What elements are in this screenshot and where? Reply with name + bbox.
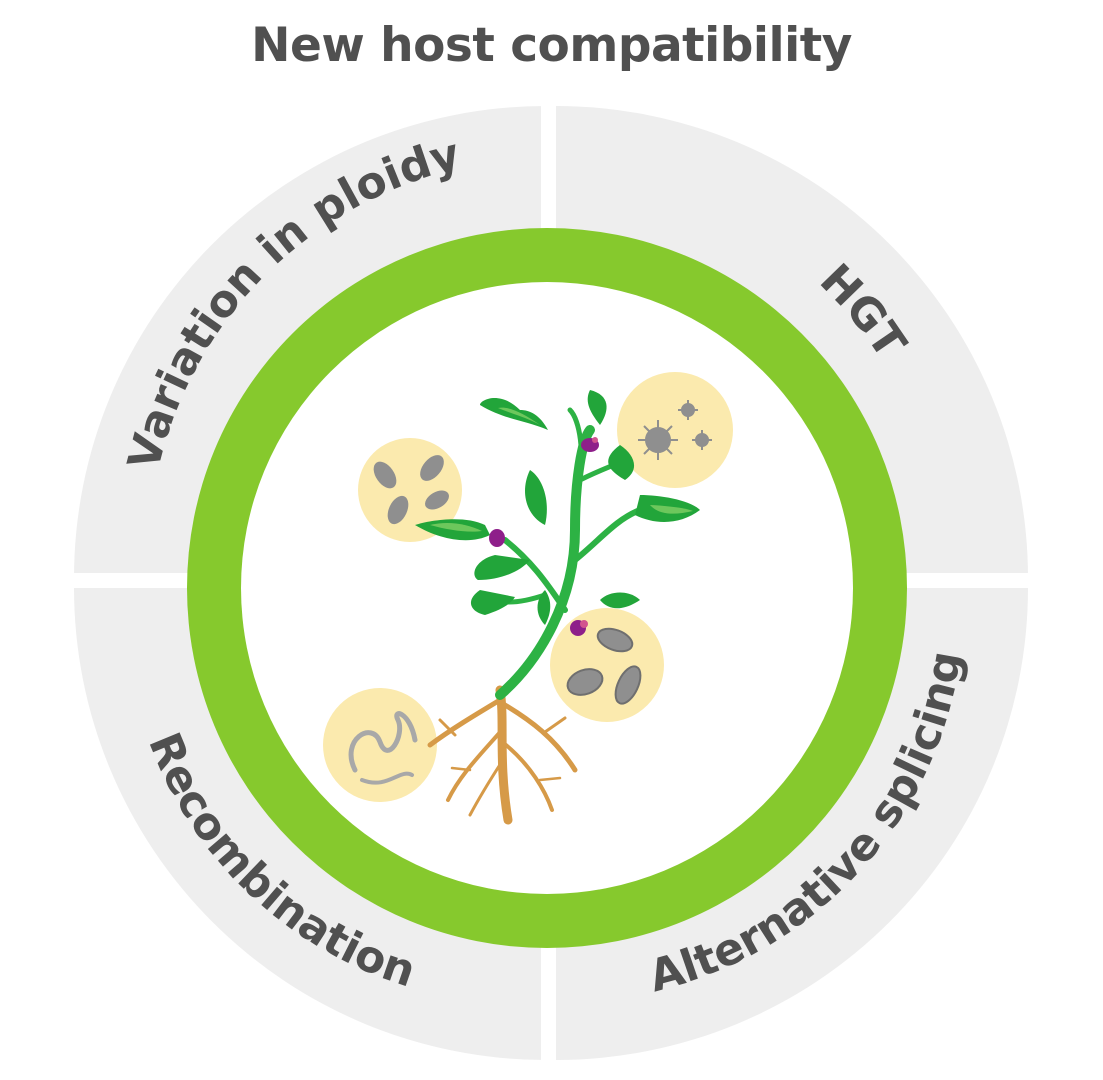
diagram-title: New host compatibility (251, 18, 852, 73)
virus-bubble-icon (617, 372, 733, 488)
nematode-bubble-icon (323, 688, 437, 802)
plant-icon (415, 390, 700, 825)
spore-bubble-icon (358, 438, 462, 542)
bacteria-bubble-icon (550, 608, 664, 722)
